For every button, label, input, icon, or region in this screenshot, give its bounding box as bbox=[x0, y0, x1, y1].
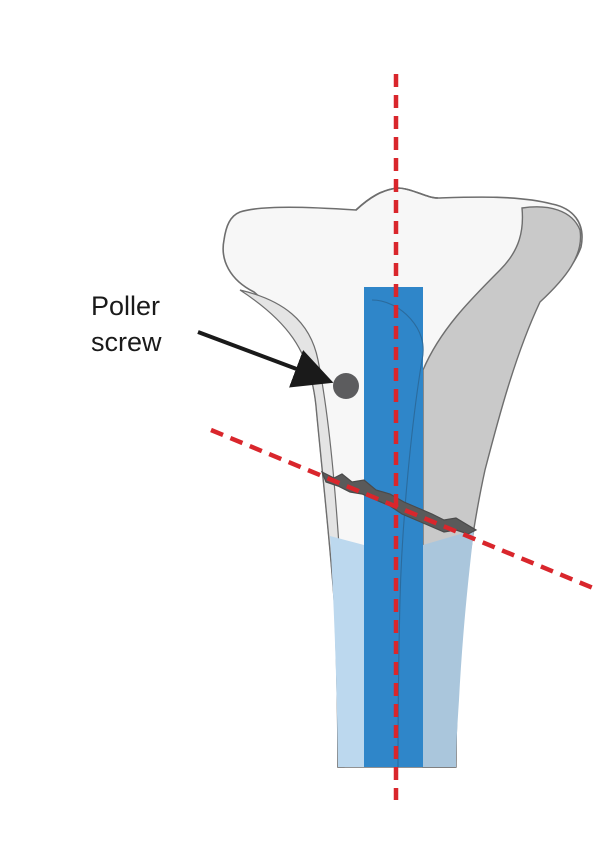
poller-screw bbox=[333, 373, 359, 399]
pointer-arrow bbox=[197, 330, 334, 388]
poller-screw-label-line2: screw bbox=[91, 327, 162, 357]
oblique-axis-line bbox=[210, 427, 594, 591]
poller-screw-label-line1: Poller bbox=[91, 291, 160, 321]
intramedullary-nail bbox=[364, 287, 423, 767]
distal-shaft-light bbox=[330, 536, 364, 767]
canal-curve bbox=[371, 299, 424, 768]
distal-shaft-right bbox=[423, 530, 474, 767]
